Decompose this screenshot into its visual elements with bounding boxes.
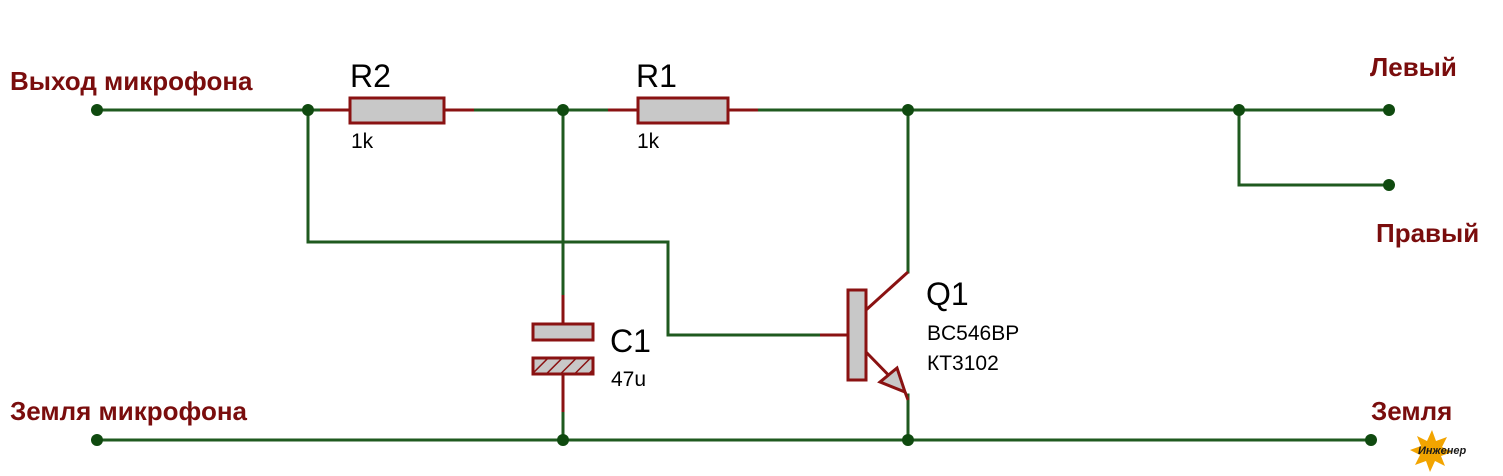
logo-text: Инженер (1418, 445, 1467, 457)
r1-name: R1 (636, 58, 677, 94)
wire-right-branch (1237, 108, 1391, 187)
r1-value: 1k (637, 130, 660, 153)
junction-node (1233, 104, 1245, 116)
q1-part1: BC546BP (927, 322, 1019, 345)
resistor-r2 (348, 96, 446, 125)
terminal-mic-ground[interactable] (91, 434, 103, 446)
wires (95, 108, 1391, 442)
label-right: Правый (1376, 218, 1479, 248)
junction-node (302, 104, 314, 116)
logo-star-icon (1410, 430, 1452, 472)
transistor-base-bar (846, 288, 868, 382)
junction-node (902, 434, 914, 446)
terminal-ground[interactable] (1365, 434, 1377, 446)
transistor-emitter-arrow (877, 365, 908, 395)
label-ground: Земля (1371, 396, 1452, 426)
junction-node (902, 104, 914, 116)
label-mic-ground: Земля микрофона (10, 396, 248, 426)
q1-name: Q1 (926, 276, 969, 312)
logo: Инженер (1410, 430, 1467, 472)
capacitor-plate-bottom (531, 356, 595, 376)
label-left: Левый (1370, 52, 1457, 82)
r2-name: R2 (350, 58, 391, 94)
terminal-mic-out[interactable] (91, 104, 103, 116)
q1-collector-lead (864, 270, 910, 312)
junction-node (557, 104, 569, 116)
component-leads (320, 108, 910, 412)
capacitor-plate-top (531, 322, 595, 342)
c1-value: 47u (611, 368, 646, 391)
terminal-left[interactable] (1383, 104, 1395, 116)
wire-base-feed (306, 108, 822, 337)
r2-value: 1k (351, 130, 374, 153)
junction-nodes (91, 104, 1395, 446)
c1-name: C1 (610, 323, 651, 359)
junction-node (557, 434, 569, 446)
q1-part2: КТ3102 (927, 352, 999, 375)
terminal-right[interactable] (1383, 179, 1395, 191)
label-mic-out: Выход микрофона (10, 66, 253, 96)
resistor-r1 (636, 96, 730, 125)
